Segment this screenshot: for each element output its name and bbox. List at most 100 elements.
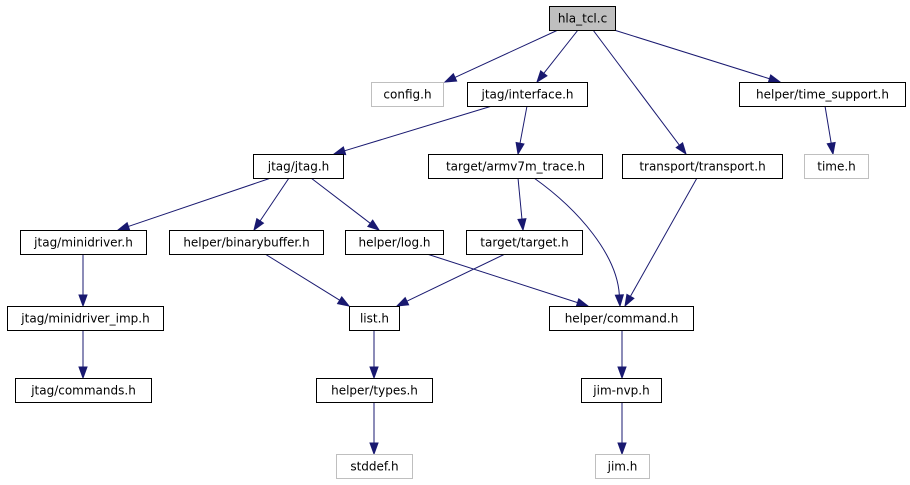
node-label: time.h xyxy=(817,160,856,174)
node-jim_nvp[interactable]: jim-nvp.h xyxy=(581,378,662,403)
node-box xyxy=(253,154,344,179)
arrowhead-icon xyxy=(826,141,836,156)
arrowhead-icon xyxy=(536,70,548,84)
arrowhead-icon xyxy=(575,297,590,307)
node-box xyxy=(20,230,147,255)
arrowhead-icon xyxy=(116,221,131,231)
node-armv7m_trace[interactable]: target/armv7m_trace.h xyxy=(428,154,603,179)
node-commands[interactable]: jtag/commands.h xyxy=(15,378,152,403)
edge-types-to-stddef xyxy=(369,402,379,456)
node-log[interactable]: helper/log.h xyxy=(345,230,444,255)
node-label: jim.h xyxy=(607,460,638,474)
node-box xyxy=(804,154,869,179)
arrowhead-icon xyxy=(336,295,351,307)
edge-line xyxy=(454,29,559,78)
node-stddef: stddef.h xyxy=(336,454,413,479)
node-label: jtag/minidriver.h xyxy=(33,236,133,250)
node-label: jtag/interface.h xyxy=(481,88,574,102)
edge-line xyxy=(613,29,770,80)
node-label: helper/types.h xyxy=(331,384,418,398)
edge-jtag_jtag-to-minidriver xyxy=(116,177,272,231)
arrowhead-icon xyxy=(443,72,458,83)
edge-time_support-to-time xyxy=(824,105,836,156)
edge-command-to-jim_nvp xyxy=(617,330,627,380)
edge-armv7m_trace-to-command xyxy=(533,177,625,308)
edge-line xyxy=(344,105,493,152)
node-time_support[interactable]: helper/time_support.h xyxy=(739,82,906,107)
edge-line xyxy=(533,177,620,296)
node-command[interactable]: helper/command.h xyxy=(549,306,694,331)
node-target[interactable]: target/target.h xyxy=(466,230,583,255)
arrowhead-icon xyxy=(617,366,627,380)
edge-jtag_jtag-to-log xyxy=(310,177,381,231)
edge-transport-to-command xyxy=(624,177,698,308)
edge-line xyxy=(517,177,523,220)
node-box xyxy=(169,230,324,255)
edge-jim_nvp-to-jim xyxy=(617,402,627,456)
node-box xyxy=(549,6,616,31)
edge-line xyxy=(592,29,680,146)
node-label: target/target.h xyxy=(480,236,568,250)
node-box xyxy=(467,82,588,107)
edge-jtag_interface-to-armv7m_trace xyxy=(515,105,528,156)
edge-armv7m_trace-to-target xyxy=(517,177,527,232)
node-label: helper/log.h xyxy=(358,236,430,250)
edge-line xyxy=(310,177,371,224)
node-box xyxy=(549,306,694,331)
edge-line xyxy=(519,105,528,144)
node-label: config.h xyxy=(383,88,431,102)
arrowhead-icon xyxy=(617,442,627,456)
edge-hla_tcl-to-transport xyxy=(592,29,687,156)
node-binarybuffer[interactable]: helper/binarybuffer.h xyxy=(169,230,324,255)
node-label: helper/command.h xyxy=(565,312,679,326)
edges-layer xyxy=(78,29,836,456)
node-jtag_interface[interactable]: jtag/interface.h xyxy=(467,82,588,107)
arrowhead-icon xyxy=(517,218,527,232)
node-box xyxy=(336,454,413,479)
node-label: transport/transport.h xyxy=(639,160,765,174)
node-jim: jim.h xyxy=(595,454,650,479)
node-label: jtag/minidriver_imp.h xyxy=(20,312,149,326)
node-box xyxy=(466,230,583,255)
arrowhead-icon xyxy=(395,296,410,307)
edge-binarybuffer-to-list xyxy=(264,253,351,307)
edge-hla_tcl-to-config xyxy=(443,29,559,83)
arrowhead-icon xyxy=(78,294,88,308)
arrowhead-icon xyxy=(253,217,265,232)
node-label: hla_tcl.c xyxy=(558,12,607,26)
edge-line xyxy=(264,253,340,301)
arrowhead-icon xyxy=(367,219,381,231)
edge-line xyxy=(259,177,290,222)
edge-minidriver_imp-to-commands xyxy=(78,330,88,380)
nodes-layer: hla_tcl.c config.h jtag/interface.h transpo… xyxy=(7,6,906,479)
node-transport[interactable]: transport/transport.h xyxy=(622,154,783,179)
node-box xyxy=(595,454,650,479)
edge-list-to-types xyxy=(369,330,379,380)
node-label: jim-nvp.h xyxy=(592,384,649,398)
edge-line xyxy=(406,253,506,302)
node-label: stddef.h xyxy=(350,460,398,474)
node-time: time.h xyxy=(804,154,869,179)
node-label: list.h xyxy=(360,312,389,326)
node-label: helper/time_support.h xyxy=(756,88,889,102)
node-box xyxy=(345,230,444,255)
node-list[interactable]: list.h xyxy=(349,306,400,331)
node-label: helper/binarybuffer.h xyxy=(183,236,309,250)
node-box xyxy=(581,378,662,403)
arrowhead-icon xyxy=(369,442,379,456)
node-minidriver_imp[interactable]: jtag/minidriver_imp.h xyxy=(7,306,164,331)
edge-line xyxy=(629,177,698,297)
node-hla_tcl[interactable]: hla_tcl.c xyxy=(549,6,616,31)
edge-line xyxy=(824,105,832,144)
node-label: target/armv7m_trace.h xyxy=(446,160,585,174)
node-minidriver[interactable]: jtag/minidriver.h xyxy=(20,230,147,255)
node-box xyxy=(622,154,783,179)
node-jtag_jtag[interactable]: jtag/jtag.h xyxy=(253,154,344,179)
node-types[interactable]: helper/types.h xyxy=(316,378,433,403)
node-box xyxy=(7,306,164,331)
node-label: jtag/commands.h xyxy=(30,384,136,398)
edge-line xyxy=(543,29,579,74)
node-config: config.h xyxy=(371,82,444,107)
node-box xyxy=(15,378,152,403)
